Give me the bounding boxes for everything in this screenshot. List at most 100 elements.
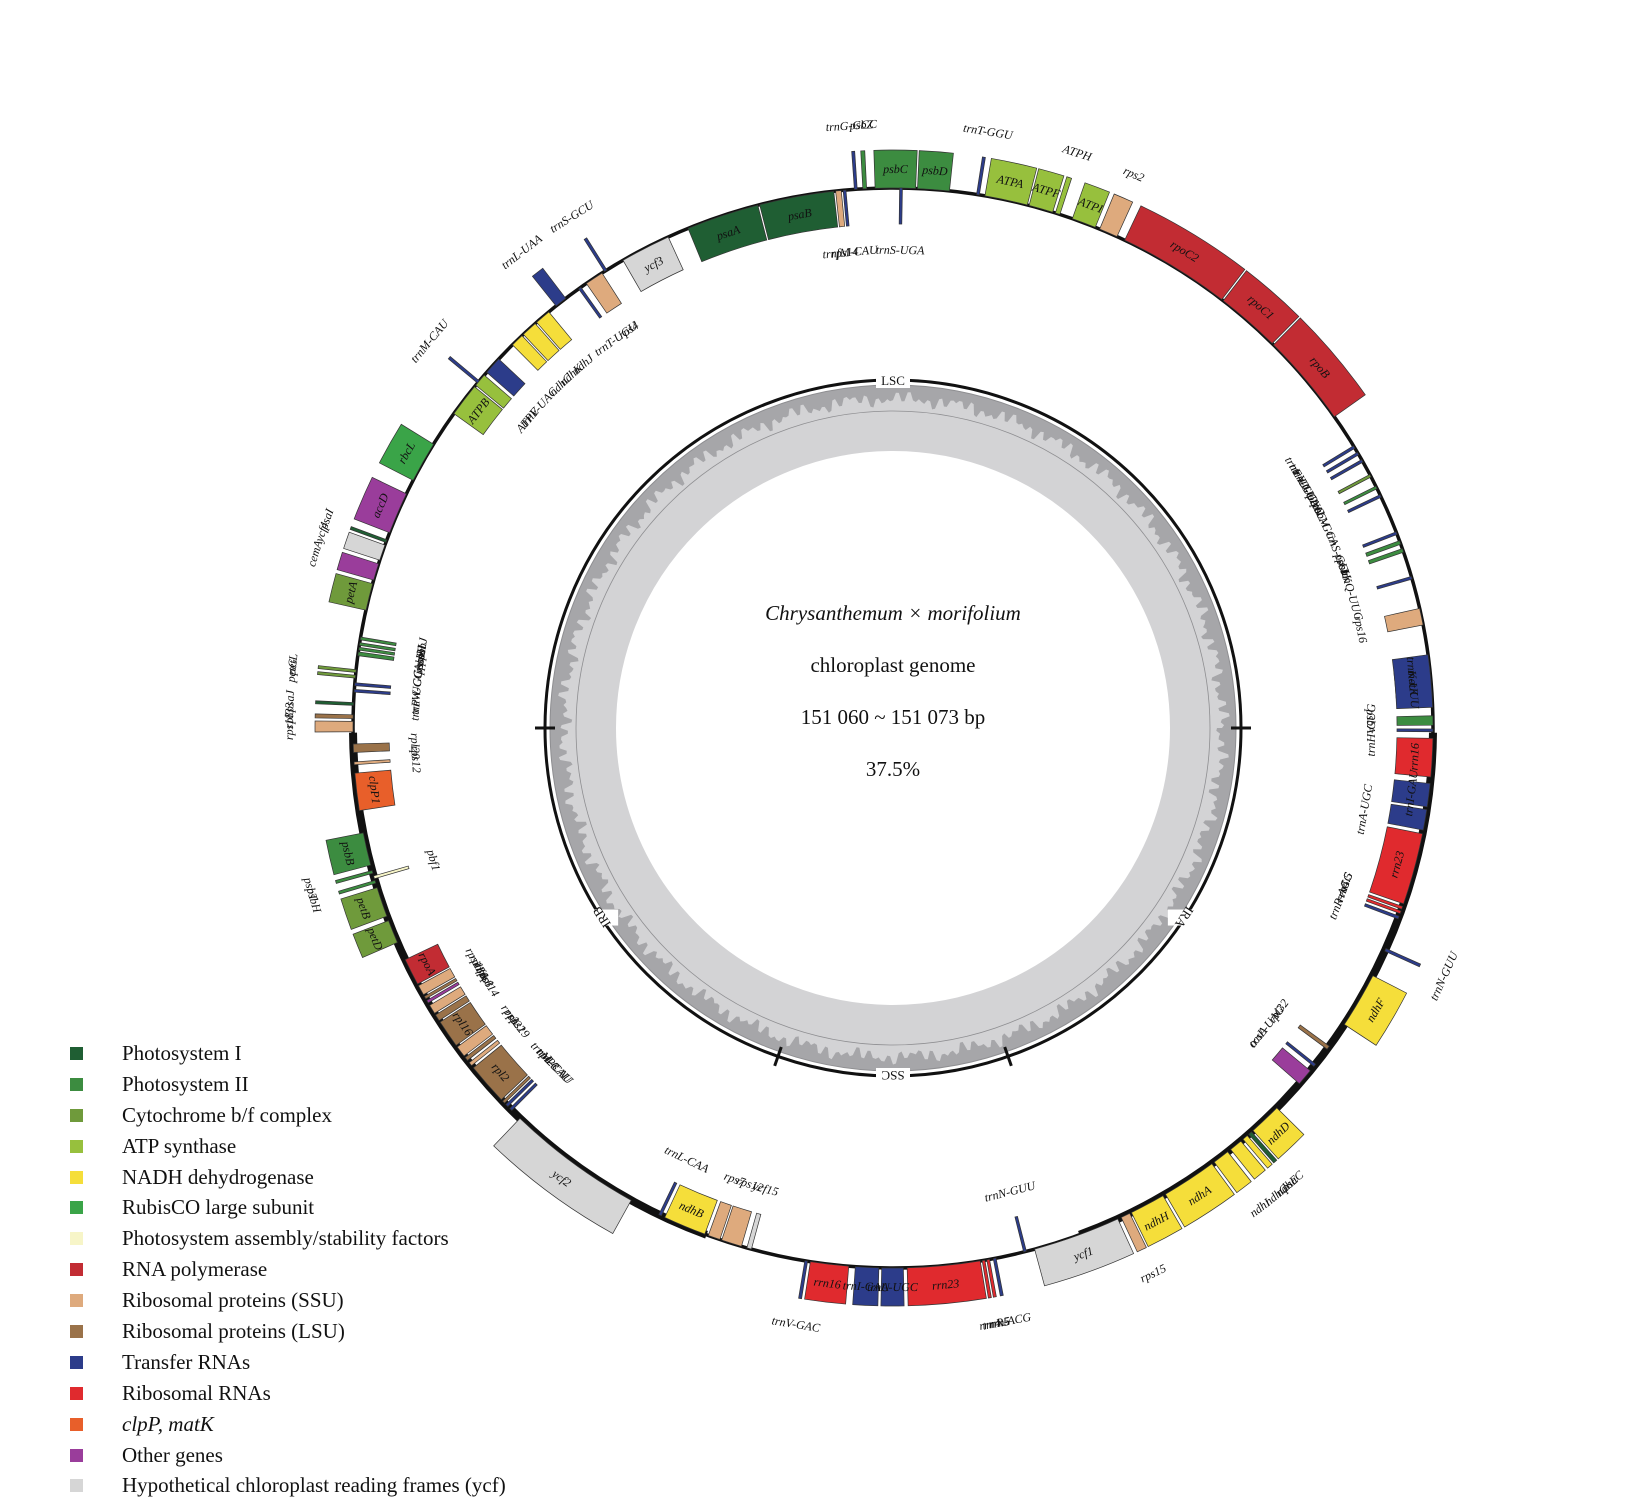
gene-label: trnP-UGG (407, 669, 425, 722)
gene-label: trnA-UGC (1353, 782, 1376, 835)
gene-trna-ugc (880, 1267, 905, 1307)
gene-trnn-guu (1384, 948, 1422, 968)
inverted-repeat-arc (1078, 732, 1437, 1239)
gene-rps7 (707, 1201, 732, 1240)
gene-trna-ugc (1387, 803, 1428, 831)
gene-label: ycf15 (750, 1178, 780, 1199)
gene-label: ycf1 (1071, 1244, 1096, 1264)
gene-rpl33 (314, 713, 354, 719)
gene-label: cemA (304, 538, 325, 568)
gene-label: psaJ (282, 689, 297, 713)
gene-trne-uuc (1322, 445, 1356, 468)
gene-ndhd (1252, 1107, 1305, 1160)
gene-label: trnL-CAA (662, 1143, 711, 1176)
gene-label: trnR-ACG (1325, 870, 1356, 921)
legend-swatch (70, 1108, 83, 1122)
gene-psba (1396, 715, 1434, 726)
legend-swatch (70, 1046, 83, 1060)
gene-label: rps2 (1121, 163, 1146, 184)
legend-label: RNA polymerase (122, 1257, 268, 1282)
gene-label: trnN-GUU (983, 1178, 1038, 1205)
gene-pbf1 (373, 865, 410, 880)
gene-rps15 (1120, 1212, 1147, 1253)
gene-atph (1054, 176, 1073, 215)
gene-trnv-uac (486, 358, 526, 397)
gene-label: psbJ (413, 636, 431, 662)
gene-trny-gua (1325, 451, 1360, 474)
gene-atpb (453, 386, 503, 436)
gene-ycf15 (746, 1212, 762, 1250)
gene-trns-uga (898, 187, 903, 225)
gene-rrn5 (1365, 898, 1402, 915)
legend-swatch (70, 1170, 83, 1184)
gene-psbd (917, 150, 954, 192)
gene-rpob (1273, 317, 1366, 418)
gene-label: rrn23 (1387, 849, 1408, 879)
gene-label: trnR-ACG (981, 1310, 1032, 1333)
gene-ndhk (522, 323, 560, 362)
gene-ycf2 (493, 1117, 632, 1235)
genome-size: 151 060 ~ 151 073 bp (801, 705, 986, 729)
legend-item-psa: Photosystem assembly/stability factors (70, 1223, 506, 1254)
gene-psac (1248, 1131, 1278, 1164)
legend-swatch (70, 1448, 83, 1462)
legend-swatch (70, 1386, 83, 1400)
gene-ndhg (1230, 1140, 1266, 1180)
legend-label: clpP, matK (122, 1411, 214, 1436)
gene-ndhh (1130, 1195, 1183, 1248)
gene-label: rrn23 (931, 1276, 960, 1293)
gene-label: ATPH (1060, 141, 1095, 164)
gene-psbh (338, 880, 377, 895)
legend-item-ndh: NADH dehydrogenase (70, 1162, 506, 1193)
gene-label: rps15 (1138, 1261, 1169, 1285)
gene-trni-gau (1391, 779, 1431, 808)
gene-trnl-uaa (531, 267, 567, 307)
gene-psab (759, 190, 839, 241)
gene-trnq-uug (1376, 576, 1413, 590)
gene-ndhc (512, 335, 548, 371)
gene-psbb (325, 832, 372, 876)
gene-label: psbB (338, 839, 357, 867)
gene-psaa (687, 204, 768, 263)
gene-trng-gcc (851, 150, 858, 190)
legend-item-rpo: RNA polymerase (70, 1254, 506, 1285)
gene-rpl20 (352, 742, 390, 753)
gene-rps12 (721, 1205, 752, 1247)
gene-rps12 (353, 759, 391, 766)
gene-label: rps14 (830, 244, 859, 261)
gene-peta (328, 573, 374, 611)
legend-swatch (70, 1294, 83, 1308)
region-label-bg (876, 1068, 910, 1084)
legend-label: Ribosomal proteins (LSU) (122, 1318, 345, 1343)
gene-petl (317, 665, 357, 673)
gene-psaj (315, 700, 354, 706)
legend-swatch (70, 1479, 83, 1493)
gene-clpp1 (354, 769, 396, 812)
gene-trnl-caa (658, 1181, 678, 1217)
gene-cema (336, 551, 380, 581)
legend-item-ycf: Hypothetical chloroplast reading frames … (70, 1470, 506, 1501)
gene-label: rrn16 (1406, 743, 1421, 771)
gene-label: trnM-CAU (407, 316, 452, 366)
gene-label: trnS-UGA (876, 243, 926, 258)
gene-psbe (357, 651, 395, 661)
gene-label: rps12 (408, 745, 424, 773)
gene-ycf1 (1034, 1218, 1135, 1287)
gene-label: trnfM-CAU (822, 242, 880, 261)
gene-label: rps16 (1351, 615, 1370, 645)
gene-label: trnA-UGC (867, 1280, 919, 1294)
gene-rrn23 (906, 1260, 987, 1307)
gene-rps8 (429, 986, 466, 1014)
gene-rrn16 (804, 1261, 850, 1305)
gene-infa (426, 981, 460, 1004)
gene-label: rps19 (505, 1011, 533, 1041)
gene-trnr-acg (1364, 903, 1400, 920)
gene-label: trnS-GCU (547, 197, 597, 236)
gene-psbk (1367, 548, 1405, 565)
legend-label: Cytochrome b/f complex (122, 1102, 332, 1127)
gene-trni-gau (852, 1266, 880, 1307)
gene-rrn23 (1369, 826, 1423, 905)
gene-label: psbD (921, 163, 949, 179)
region-label-bg (876, 372, 910, 388)
gene-rpl36 (423, 977, 458, 1000)
